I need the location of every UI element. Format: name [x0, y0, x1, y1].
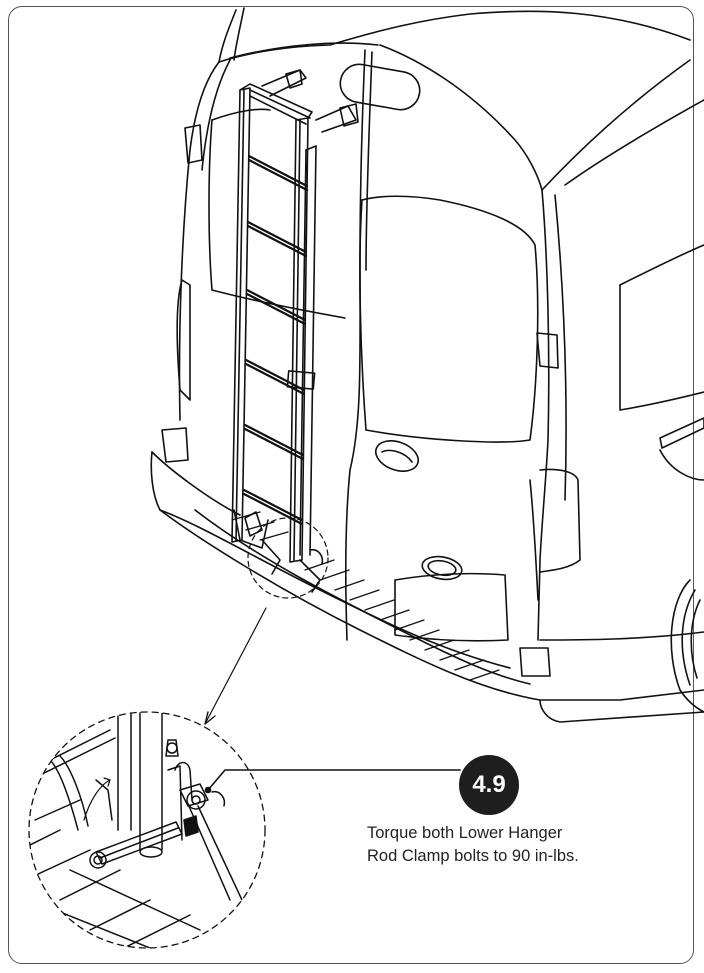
instruction-line-1: Torque both Lower Hanger: [367, 824, 563, 842]
step-number: 4.9: [472, 771, 506, 798]
callout-leader: [204, 607, 267, 725]
instruction-panel: [8, 6, 694, 964]
instruction-line-2: Rod Clamp bolts to 90 in-lbs.: [367, 847, 579, 865]
callout-source-circle: [247, 517, 329, 599]
step-number-badge: 4.9: [459, 755, 519, 815]
van-body: [150, 7, 704, 723]
detail-closeup: [28, 711, 266, 949]
ladder: [231, 69, 359, 593]
step-leader: [207, 769, 461, 791]
step-instruction: Torque both Lower Hanger Rod Clamp bolts…: [367, 822, 667, 868]
